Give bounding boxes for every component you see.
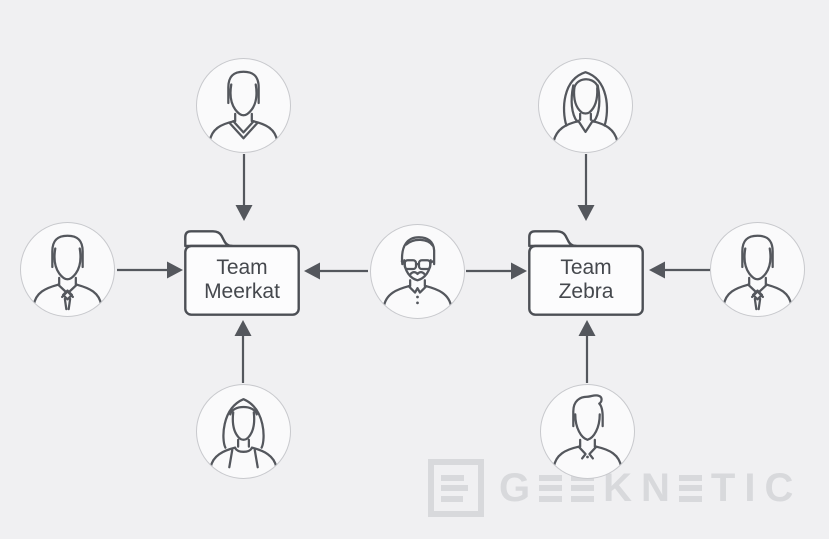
arrow-center-to-meerkat xyxy=(304,262,368,280)
team-zebra-label: Team Zebra xyxy=(528,246,644,314)
team-zebra-folder: Team Zebra xyxy=(528,230,644,316)
team-name-line1: Team xyxy=(560,256,612,279)
arrow-top-left-to-meerkat xyxy=(235,154,253,221)
team-name-line1: Team xyxy=(216,256,268,279)
wordmark-letter: C xyxy=(764,466,794,510)
team-meerkat-folder: Team Meerkat xyxy=(184,230,300,316)
team-name-line2: Zebra xyxy=(558,280,614,303)
wordmark-letter: T xyxy=(710,466,736,510)
avatar-person-top-left xyxy=(196,58,291,153)
arrow-bottom-left-to-meerkat xyxy=(234,320,252,383)
male-tie-avatar-icon xyxy=(32,234,103,311)
avatar-person-bottom-left xyxy=(196,384,291,479)
folder-icon xyxy=(184,230,300,316)
wordmark-letter: I xyxy=(744,466,756,510)
folder-icon xyxy=(528,230,644,316)
wordmark-letter: N xyxy=(641,466,670,510)
avatar-person-right xyxy=(710,222,805,317)
avatar-person-top-right xyxy=(538,58,633,153)
female-bob-avatar-icon xyxy=(209,398,278,469)
arrow-center-to-zebra xyxy=(466,262,527,280)
stylized-e-glyph xyxy=(539,474,563,502)
arrow-right-to-zebra xyxy=(649,261,710,279)
team-name-line2: Meerkat xyxy=(204,280,280,303)
male-quiff-avatar-icon xyxy=(552,394,623,469)
team-meerkat-label: Team Meerkat xyxy=(184,246,300,314)
geeknetic-e-logo-icon xyxy=(428,459,484,517)
male-glasses-mustache-avatar-icon xyxy=(382,236,453,309)
arrow-left-to-meerkat xyxy=(117,261,183,279)
male-short-hair-avatar-icon xyxy=(208,70,279,143)
male-tie-avatar-icon xyxy=(722,234,793,311)
female-long-hair-avatar-icon xyxy=(552,71,619,143)
avatar-person-left xyxy=(20,222,115,317)
wordmark-letter: K xyxy=(603,466,633,510)
wordmark-letter: G xyxy=(499,466,531,510)
arrow-top-right-to-zebra xyxy=(577,154,595,221)
avatar-person-center xyxy=(370,224,465,319)
avatar-person-bottom-right xyxy=(540,384,635,479)
arrow-bottom-right-to-zebra xyxy=(578,320,596,383)
stylized-e-glyph xyxy=(678,474,702,502)
